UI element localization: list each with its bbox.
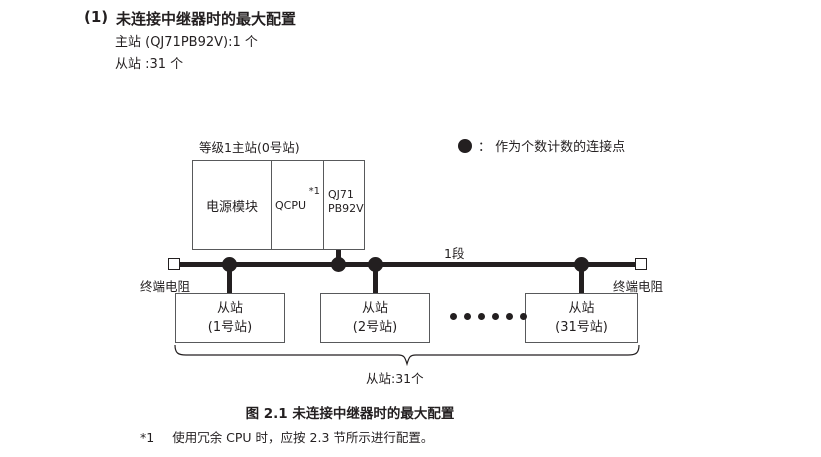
connection-point-dot-slave-1 [222,257,237,272]
module-cell-qj71pb92v: QJ71 PB92V [324,161,364,249]
slave-station-box-31: 从站 (31号站) [525,293,638,343]
slave-station-box-31-line1: 从站 [568,301,595,316]
slave-drop-stub-1 [227,265,232,294]
slave-drop-stub-2 [373,265,378,294]
page-title: 未连接中继器时的最大配置 [116,10,297,28]
terminating-resistor-left-label: 终端电阻 [140,279,191,294]
ellipsis-dot [506,313,513,320]
slave-station-box-1-line1: 从站 [216,301,243,316]
segment-count-label: 1段 [444,246,465,261]
footnote-marker: *1 [140,430,155,445]
slave-station-box-2: 从站 (2号站) [320,293,430,343]
legend-label: ： 作为个数计数的连接点 [478,140,626,155]
slave-station-box-1: 从站 (1号站) [175,293,285,343]
spec-slave-count: 从站 :31 个 [115,57,184,72]
footnote-ref-marker: *1 [308,186,320,197]
module-cell-power-supply-label: 电源模块 [205,199,258,215]
legend: ： 作为个数计数的连接点 [458,136,625,155]
module-cell-qj71pb92v-label: QJ71 PB92V [328,188,364,215]
slave-station-box-2-line2: (2号站) [352,320,398,335]
module-cell-power-supply: 电源模块 [193,161,272,249]
spec-master-count: 主站 (QJ71PB92V):1 个 [115,35,258,50]
ellipsis-dot [492,313,499,320]
module-cell-qcpu: QCPU *1 [272,161,324,249]
slave-station-box-31-line2: (31号站) [555,320,608,335]
footnote: *1 使用冗余 CPU 时，应按 2.3 节所示进行配置。 [140,427,433,446]
slave-drop-stub-31 [579,265,584,294]
slave-station-box-2-line1: 从站 [361,301,388,316]
ellipsis-dot [520,313,527,320]
brace-svg [174,344,640,367]
ellipsis-dot [464,313,471,320]
terminating-resistor-right-icon [635,258,647,270]
slave-station-box-1-line2: (1号站) [207,320,253,335]
ellipsis-dots-icon [450,313,527,320]
terminating-resistor-left-icon [168,258,180,270]
footnote-text: 使用冗余 CPU 时，应按 2.3 节所示进行配置。 [172,430,434,445]
master-station-module: 电源模块 QCPU *1 QJ71 PB92V [192,160,365,250]
slave-total-brace [172,344,642,370]
heading-number: (1) [84,8,109,26]
figure-caption: 图 2.1 未连接中继器时的最大配置 [245,406,455,422]
ellipsis-dot [450,313,457,320]
module-cell-qcpu-label: QCPU [275,199,307,212]
network-bus-line [179,262,637,267]
master-station-caption: 等级1主站(0号站) [199,140,300,155]
connection-point-dot-slave-2 [368,257,383,272]
filled-circle-icon [458,138,472,153]
connection-point-dot-slave-31 [574,257,589,272]
slave-total-label: 从站:31个 [366,371,424,386]
terminating-resistor-right-label: 终端电阻 [613,279,664,294]
connection-point-dot-master [331,257,346,272]
ellipsis-dot [478,313,485,320]
